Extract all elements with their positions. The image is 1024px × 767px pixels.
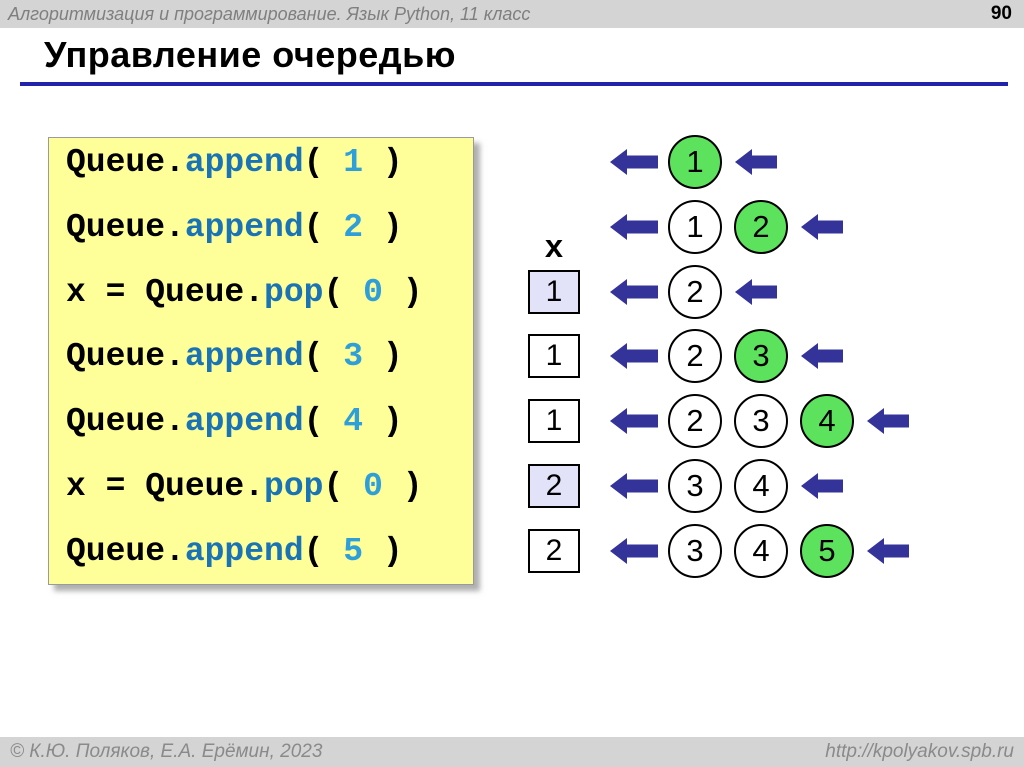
queue-exit-arrow-icon: [610, 538, 658, 564]
code-segment-plain: Queue.: [66, 209, 185, 246]
code-segment-method: pop: [264, 468, 324, 505]
queue-enter-arrow-icon: [867, 538, 909, 564]
queue-item-circle: 3: [668, 459, 722, 513]
queue-item-circle: 3: [668, 524, 722, 578]
code-segment-plain: (: [323, 468, 364, 505]
code-segment-method: append: [184, 533, 304, 570]
queue-item-circle: 2: [734, 200, 788, 254]
code-segment-method: append: [184, 209, 304, 246]
code-segment-plain: (: [303, 403, 344, 440]
code-segment-plain: Queue.: [66, 144, 185, 181]
code-segment-number: 0: [363, 468, 383, 505]
code-segment-plain: Queue.: [66, 403, 185, 440]
queue-item-circle: 4: [734, 459, 788, 513]
code-segment-method: append: [184, 403, 304, 440]
slide-title: Управление очередью: [44, 34, 457, 75]
x-value-box: 1: [528, 270, 580, 314]
code-segment-number: 1: [343, 144, 364, 181]
queue-item-circle: 1: [668, 200, 722, 254]
x-value-box: 2: [528, 464, 580, 508]
queue-item-circle: 3: [734, 329, 788, 383]
course-title: Алгоритмизация и программирование. Язык …: [8, 3, 531, 24]
code-segment-plain: ): [363, 209, 403, 246]
queue-exit-arrow-icon: [610, 149, 658, 175]
code-segment-plain: ): [363, 403, 403, 440]
queue-exit-arrow-icon: [610, 279, 658, 305]
x-value-box: 2: [528, 529, 580, 573]
code-segment-plain: (: [303, 338, 344, 375]
queue-item-circle: 3: [734, 394, 788, 448]
code-segment-method: pop: [264, 274, 324, 311]
x-value-box: 1: [528, 334, 580, 378]
code-segment-plain: x = Queue.: [66, 468, 265, 505]
queue-enter-arrow-icon: [735, 279, 777, 305]
code-segment-plain: (: [303, 533, 344, 570]
code-segment-plain: (: [303, 144, 344, 181]
title-underline: [20, 82, 1008, 86]
footer-bar: © К.Ю. Поляков, Е.А. Ерёмин, 2023 http:/…: [0, 737, 1024, 767]
queue-exit-arrow-icon: [610, 408, 658, 434]
queue-item-circle: 4: [800, 394, 854, 448]
code-segment-plain: ): [363, 144, 403, 181]
code-segment-method: append: [184, 338, 304, 375]
header-bar: Алгоритмизация и программирование. Язык …: [0, 0, 1024, 28]
x-variable-label: x: [544, 230, 564, 267]
code-segment-plain: ): [363, 338, 403, 375]
code-line: Queue.append( 3 ): [66, 338, 403, 376]
footer-url: http://kpolyakov.spb.ru: [825, 741, 1014, 762]
code-segment-plain: (: [303, 209, 344, 246]
code-segment-plain: ): [382, 468, 423, 505]
page-number: 90: [990, 3, 1012, 24]
code-box: Queue.append( 1 )Queue.append( 2 )x = Qu…: [48, 137, 474, 585]
queue-enter-arrow-icon: [735, 149, 777, 175]
queue-item-circle: 2: [668, 265, 722, 319]
queue-enter-arrow-icon: [867, 408, 909, 434]
code-line: Queue.append( 2 ): [66, 209, 403, 247]
code-segment-plain: x = Queue.: [66, 274, 265, 311]
code-segment-number: 2: [343, 209, 364, 246]
queue-item-circle: 4: [734, 524, 788, 578]
code-segment-number: 0: [363, 274, 383, 311]
code-segment-number: 3: [343, 338, 364, 375]
queue-enter-arrow-icon: [801, 214, 843, 240]
queue-item-circle: 2: [668, 329, 722, 383]
code-segment-method: append: [184, 144, 304, 181]
code-line: Queue.append( 4 ): [66, 403, 403, 441]
queue-enter-arrow-icon: [801, 343, 843, 369]
code-segment-plain: Queue.: [66, 533, 185, 570]
code-line: Queue.append( 5 ): [66, 533, 403, 571]
code-line: Queue.append( 1 ): [66, 144, 403, 182]
code-segment-number: 5: [343, 533, 364, 570]
queue-exit-arrow-icon: [610, 214, 658, 240]
queue-exit-arrow-icon: [610, 473, 658, 499]
x-value-box: 1: [528, 399, 580, 443]
code-segment-plain: ): [363, 533, 403, 570]
code-line: x = Queue.pop( 0 ): [66, 274, 423, 312]
queue-item-circle: 2: [668, 394, 722, 448]
queue-item-circle: 1: [668, 135, 722, 189]
code-segment-plain: ): [382, 274, 423, 311]
queue-enter-arrow-icon: [801, 473, 843, 499]
code-segment-number: 4: [343, 403, 364, 440]
code-line: x = Queue.pop( 0 ): [66, 468, 423, 506]
queue-exit-arrow-icon: [610, 343, 658, 369]
code-segment-plain: Queue.: [66, 338, 185, 375]
footer-authors: © К.Ю. Поляков, Е.А. Ерёмин, 2023: [10, 741, 323, 762]
queue-item-circle: 5: [800, 524, 854, 578]
code-segment-plain: (: [323, 274, 364, 311]
